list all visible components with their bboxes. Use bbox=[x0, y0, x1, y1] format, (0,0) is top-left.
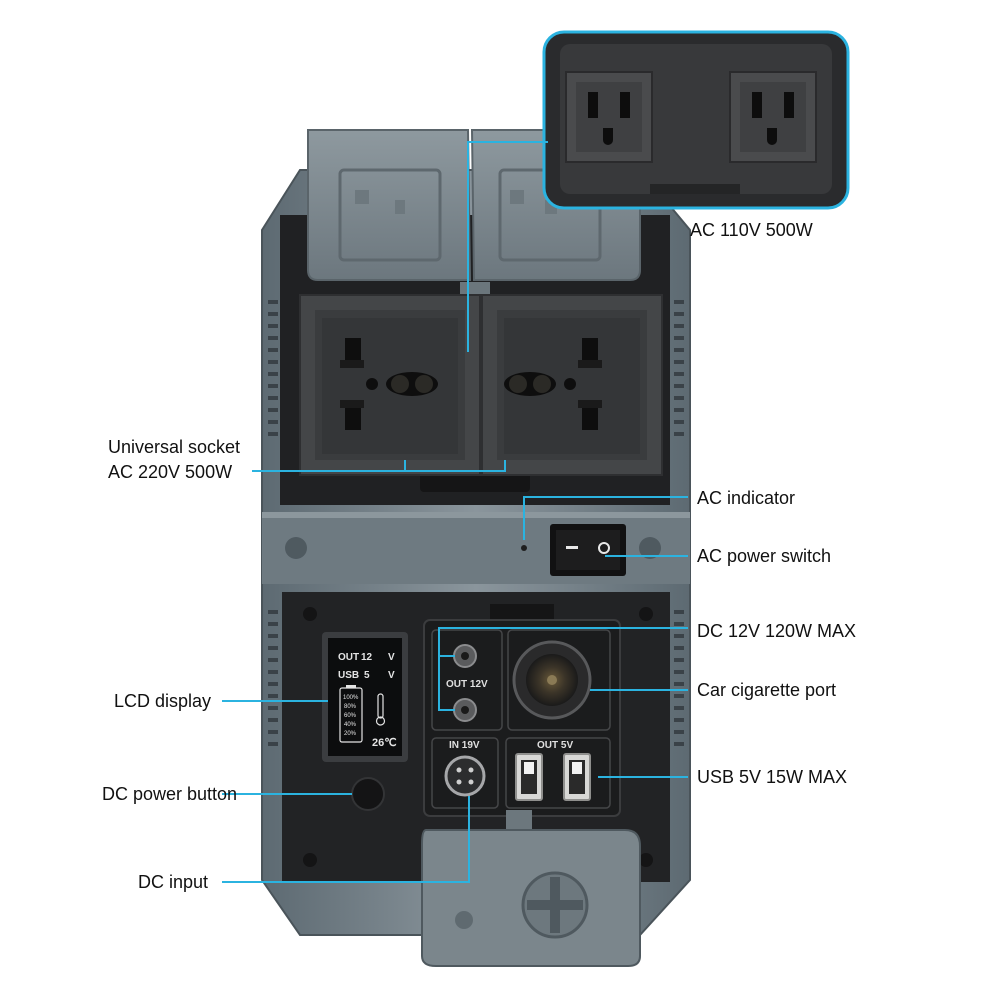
ac-indicator-led bbox=[521, 545, 527, 551]
battery-level-100: 100% bbox=[343, 695, 359, 701]
usb-port-left bbox=[515, 753, 543, 801]
universal-socket-right bbox=[481, 294, 663, 476]
line-dc-12v bbox=[438, 627, 688, 711]
usb-port-right bbox=[563, 753, 591, 801]
callout-lines bbox=[222, 141, 688, 883]
battery-level-80: 80% bbox=[344, 704, 357, 710]
line-ac-110 bbox=[467, 141, 548, 352]
out-12v-port-label: OUT 12V bbox=[446, 679, 488, 690]
ac-110v-inset bbox=[542, 30, 850, 210]
lcd-row1-value: 12 bbox=[361, 652, 373, 663]
line-ac-indicator bbox=[523, 496, 688, 540]
battery-level-20: 20% bbox=[344, 731, 357, 737]
callout-ac-110: AC 110V 500W bbox=[690, 220, 813, 240]
callout-dc-power-button: DC power button bbox=[102, 784, 238, 804]
callout-universal-socket: Universal socket bbox=[108, 437, 241, 457]
battery-level-60: 60% bbox=[344, 713, 357, 719]
side-vents bbox=[268, 300, 684, 746]
line-dc-input bbox=[222, 796, 470, 883]
lcd-display: OUT 12 V USB 5 V 100% 80% 60% 40% 20% 26… bbox=[322, 632, 408, 762]
lcd-row2-label: USB bbox=[338, 670, 359, 681]
lcd-row2-value: 5 bbox=[364, 670, 370, 681]
callout-ac-indicator: AC indicator bbox=[697, 488, 796, 508]
lcd-row2-unit: V bbox=[388, 670, 395, 681]
callout-ac-220: AC 220V 500W bbox=[108, 462, 233, 482]
out-5v-label: OUT 5V bbox=[537, 740, 573, 751]
callout-dc-input: DC input bbox=[138, 872, 209, 892]
dc-port-module: OUT 12V IN 19V OUT 5V bbox=[423, 619, 621, 817]
universal-socket-left bbox=[299, 294, 481, 476]
ac-power-switch bbox=[550, 524, 626, 576]
callout-car-cigarette-port: Car cigarette port bbox=[697, 680, 837, 700]
callout-lcd-display: LCD display bbox=[114, 691, 212, 711]
lcd-row1-unit: V bbox=[388, 652, 395, 663]
socket-cap-left bbox=[307, 129, 472, 281]
callout-usb: USB 5V 15W MAX bbox=[697, 767, 848, 787]
dc-power-button bbox=[351, 777, 385, 811]
line-universal bbox=[252, 460, 506, 472]
callout-dc-12v: DC 12V 120W MAX bbox=[697, 621, 857, 641]
dc-input-port bbox=[444, 755, 486, 797]
lcd-temperature: 26℃ bbox=[372, 737, 397, 749]
in-19v-label: IN 19V bbox=[449, 740, 480, 751]
battery-level-40: 40% bbox=[344, 722, 357, 728]
lcd-row1-label: OUT bbox=[338, 652, 359, 663]
dc-rubber-flap bbox=[421, 810, 641, 967]
thermometer-icon bbox=[375, 693, 386, 726]
callout-ac-power-switch: AC power switch bbox=[697, 546, 832, 566]
